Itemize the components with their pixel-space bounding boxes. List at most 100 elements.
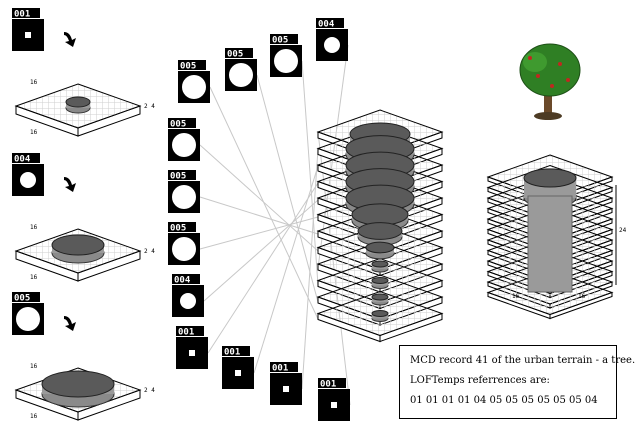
circle-block bbox=[51, 234, 105, 264]
tile-label-bg bbox=[168, 222, 196, 232]
tile-label: 004 bbox=[318, 20, 335, 30]
connector-line bbox=[203, 199, 319, 302]
apple bbox=[536, 74, 540, 78]
left-examples: 001 16 16 2 4 004 16 16 2 4 005 16 16 2 4 bbox=[12, 8, 155, 421]
connector-line bbox=[199, 144, 319, 252]
tile-label-bg bbox=[270, 34, 298, 44]
loftemp-tile-005: 005 bbox=[270, 34, 302, 77]
tile-label-bg bbox=[12, 292, 40, 302]
trunk-slice bbox=[371, 260, 389, 273]
tile-glyph bbox=[172, 185, 196, 209]
loftemp-tile-004: 004 bbox=[316, 18, 348, 61]
height-label: 2 4 bbox=[144, 103, 155, 110]
tree-layer-slice bbox=[365, 241, 395, 260]
depth-label: 16 bbox=[578, 293, 586, 300]
caption-line-3: 01 01 01 01 04 05 05 05 05 05 05 04 bbox=[410, 395, 598, 406]
tile-label-bg bbox=[168, 118, 196, 128]
tile-label: 005 bbox=[170, 224, 186, 234]
dimension-label: 16 bbox=[30, 79, 38, 86]
tile-label-bg bbox=[172, 274, 200, 284]
dimension-label: 16 bbox=[30, 129, 38, 136]
loftemp-tile-001: 001 bbox=[176, 326, 208, 369]
tile-label-bg bbox=[12, 153, 40, 163]
tile-label-bg bbox=[225, 48, 253, 58]
trunk bbox=[544, 88, 552, 116]
assembled-tree-body bbox=[527, 195, 573, 293]
loftemp-tile-005: 005 bbox=[168, 170, 200, 213]
tile-label-bg bbox=[12, 8, 40, 18]
apple bbox=[566, 78, 570, 82]
connector-line bbox=[256, 74, 319, 303]
trunk-slice bbox=[371, 310, 389, 322]
dimension-label: 16 bbox=[30, 274, 38, 281]
apple bbox=[550, 84, 554, 88]
tile-label: 004 bbox=[14, 155, 31, 165]
tile-label-bg bbox=[176, 326, 204, 336]
caption-box: MCD record 41 of the urban terrain - a t… bbox=[399, 345, 635, 419]
trunk-slice bbox=[371, 293, 389, 306]
apple bbox=[528, 56, 532, 60]
left-tile-001: 001 bbox=[12, 8, 44, 51]
caption-line-2: LOFTemps referrences are: bbox=[410, 375, 550, 386]
tile-glyph bbox=[16, 307, 40, 331]
tile-glyph bbox=[180, 293, 196, 309]
left-tile-005: 005 bbox=[12, 292, 44, 335]
tree-icon bbox=[519, 43, 581, 120]
loftemp-tile-005: 005 bbox=[178, 60, 210, 103]
connector-line bbox=[199, 216, 319, 250]
loftemp-tile-005: 005 bbox=[225, 48, 257, 91]
tile-label-bg bbox=[270, 362, 298, 372]
connector-line bbox=[207, 182, 319, 354]
loftemp-tile-001: 001 bbox=[270, 362, 302, 405]
tile-glyph bbox=[331, 402, 337, 408]
assembled-tower: 24 16 16 bbox=[486, 154, 627, 320]
dimension-label: 16 bbox=[30, 363, 38, 370]
arrow-icon bbox=[64, 177, 76, 192]
connector-line bbox=[199, 196, 319, 235]
tile-glyph bbox=[235, 370, 241, 376]
tile-label: 005 bbox=[272, 36, 288, 46]
height-label: 2 4 bbox=[144, 248, 155, 255]
tile-glyph bbox=[182, 75, 206, 99]
tile-label: 004 bbox=[174, 276, 191, 286]
dimension-label: 16 bbox=[30, 413, 38, 420]
loftemp-tile-004: 004 bbox=[172, 274, 204, 317]
foliage-highlight bbox=[523, 52, 547, 72]
connector-lines bbox=[199, 44, 351, 406]
dimension-label: 16 bbox=[30, 224, 38, 231]
connector-line bbox=[301, 60, 319, 286]
tile-label: 001 bbox=[224, 348, 240, 358]
tile-glyph bbox=[229, 63, 253, 87]
tile-glyph bbox=[172, 133, 196, 157]
arrow-icon bbox=[64, 32, 76, 47]
width-label: 16 bbox=[512, 293, 520, 300]
tile-label: 005 bbox=[227, 50, 243, 60]
tile-label-bg bbox=[168, 170, 196, 180]
connector-line bbox=[301, 148, 319, 390]
tile-label-bg bbox=[222, 346, 250, 356]
arrow-icon bbox=[64, 316, 76, 331]
loftemp-tiles: 005 005 005 004 005 005 005 004 001 001 001 001 bbox=[168, 18, 350, 421]
tile-label: 001 bbox=[320, 380, 336, 390]
tile-label-bg bbox=[316, 18, 344, 28]
height-label: 2 4 bbox=[144, 387, 155, 394]
connector-line bbox=[253, 165, 319, 374]
tree-layer-slice bbox=[357, 222, 403, 246]
tile-label-bg bbox=[178, 60, 206, 70]
roots bbox=[534, 112, 562, 120]
loftemp-tile-005: 005 bbox=[168, 118, 200, 161]
height-label: 24 bbox=[619, 227, 627, 234]
tile-glyph bbox=[283, 386, 289, 392]
apple bbox=[558, 62, 562, 66]
exploded-tower bbox=[316, 109, 444, 343]
tile-glyph bbox=[324, 37, 340, 53]
tile-glyph bbox=[25, 32, 31, 38]
large-block bbox=[41, 370, 115, 408]
tile-label: 005 bbox=[170, 120, 186, 130]
tile-glyph bbox=[189, 350, 195, 356]
tile-glyph bbox=[20, 172, 36, 188]
caption-line-1: MCD record 41 of the urban terrain - a t… bbox=[410, 355, 635, 366]
tile-label: 005 bbox=[170, 172, 186, 182]
loftemp-tile-001: 001 bbox=[222, 346, 254, 389]
